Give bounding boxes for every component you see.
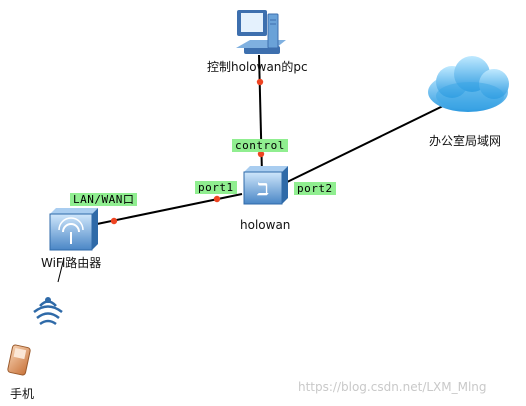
link-phone-wifi [57, 257, 65, 283]
phone-label: 手机 [10, 387, 35, 401]
router-label: WiFi路由器 [41, 256, 102, 270]
router-icon [49, 208, 98, 251]
lan-label: 办公室局域网 [429, 134, 502, 148]
holowan-icon: ℶ [243, 166, 288, 205]
pc-label: 控制holowan的pc [207, 60, 308, 74]
endpoint-holowan-port1 [213, 195, 221, 203]
tag-lan-wan: LAN/WAN口 [70, 193, 138, 206]
watermark: https://blog.csdn.net/LXM_Mlng [298, 380, 487, 394]
pc-icon [236, 10, 286, 54]
tag-port2: port2 [294, 182, 336, 195]
wifi-signal-icon [33, 297, 63, 326]
endpoint-holowan-control [257, 150, 265, 158]
endpoint-pc [256, 78, 264, 86]
svg-text:ℶ: ℶ [257, 180, 269, 200]
endpoint-router [110, 217, 118, 225]
holowan-label: holowan [240, 218, 291, 232]
tag-control: control [232, 139, 288, 152]
cloud-icon [428, 56, 509, 112]
phone-icon [7, 344, 31, 376]
link-holowan-lan [282, 103, 448, 185]
tag-port1: port1 [195, 181, 237, 194]
